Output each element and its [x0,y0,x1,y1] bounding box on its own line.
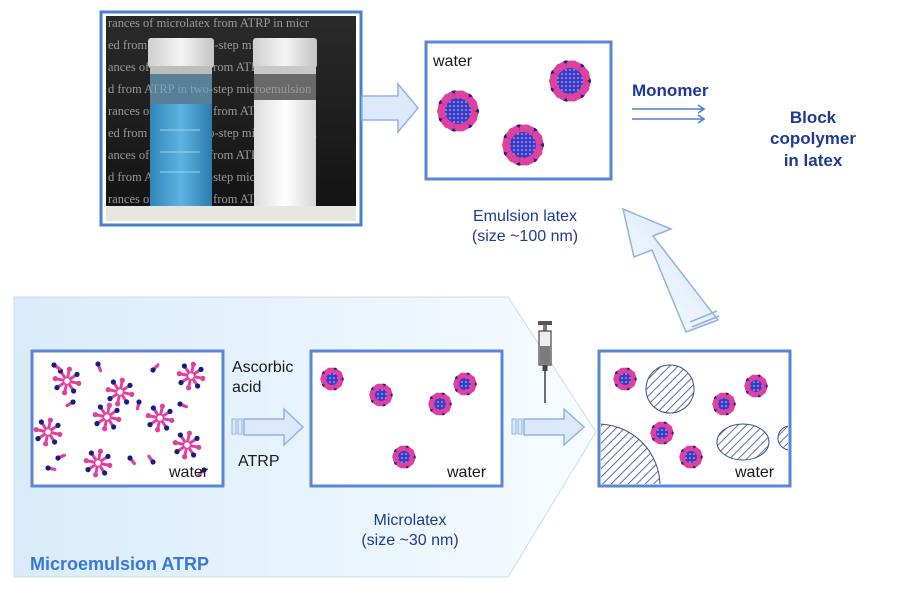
surfactant-cluster [92,402,122,432]
latex-particle [502,124,544,166]
photo-to-emulsion-arrow [361,81,419,135]
microlatex-particle [428,392,452,416]
microlatex-to-final-arrow [511,407,586,447]
surfactant-cluster [176,361,206,391]
surfactant-molecule [65,399,76,408]
surfactant-molecule [51,362,62,371]
microlatex-particle [744,374,768,398]
surfactant-cluster [52,366,82,396]
syringe-icon [538,321,552,403]
surfactant-molecule [127,455,136,466]
emulsion-box-water-label: water [433,53,473,70]
final-to-emulsion-big-arrow [621,207,720,333]
surfactant-cluster [83,448,113,478]
surfactant-molecule [95,361,103,373]
photo-background-text: rances of microlatex from ATRP in micr [108,16,310,30]
surfactant-cluster [33,417,63,447]
microlatex-particle [650,421,674,445]
section-title: Microemulsion ATRP [30,554,210,574]
ascorbic-acid-label: Ascorbic acid [232,359,294,396]
latex-particle [549,60,591,102]
surfactant-molecule [55,453,67,461]
emulsion-latex-label: Emulsion latex (size ~100 nm) [471,208,579,245]
microlatex-water-label: water [447,464,487,481]
final-water-label: water [735,464,775,481]
latex-particle [437,90,479,132]
micro-start-water-label: water [169,464,209,481]
surfactant-molecule [45,465,57,471]
surfactant-cluster [145,403,175,433]
microlatex-particle [679,445,703,469]
surfactant-molecule [147,454,156,465]
block-copolymer-label: Block copolymer in latex [770,108,856,170]
atrp-label: ATRP [238,453,280,470]
surfactant-molecule [150,363,160,373]
monomer-label: Monomer [632,81,709,100]
surfactant-cluster [172,430,202,460]
monomer-arrows [632,104,706,124]
microlatex-particle [613,367,637,391]
microlatex-particle [453,372,477,396]
surfactant-molecule [197,467,207,477]
microlatex-particle [392,445,416,469]
particles-layer [33,60,768,478]
surfactant-cluster [105,377,135,407]
microlatex-particle [369,383,393,407]
surfactant-molecule [177,401,189,409]
microlatex-particle [712,392,736,416]
microlatex-particle [320,367,344,391]
surfactant-molecule [135,399,142,411]
atrp-arrow [231,407,305,447]
monomer-droplets [601,364,788,484]
microlatex-label: Microlatex (size ~30 nm) [361,512,459,549]
vial-photo: rances of microlatex from ATRP in micred… [99,10,363,227]
